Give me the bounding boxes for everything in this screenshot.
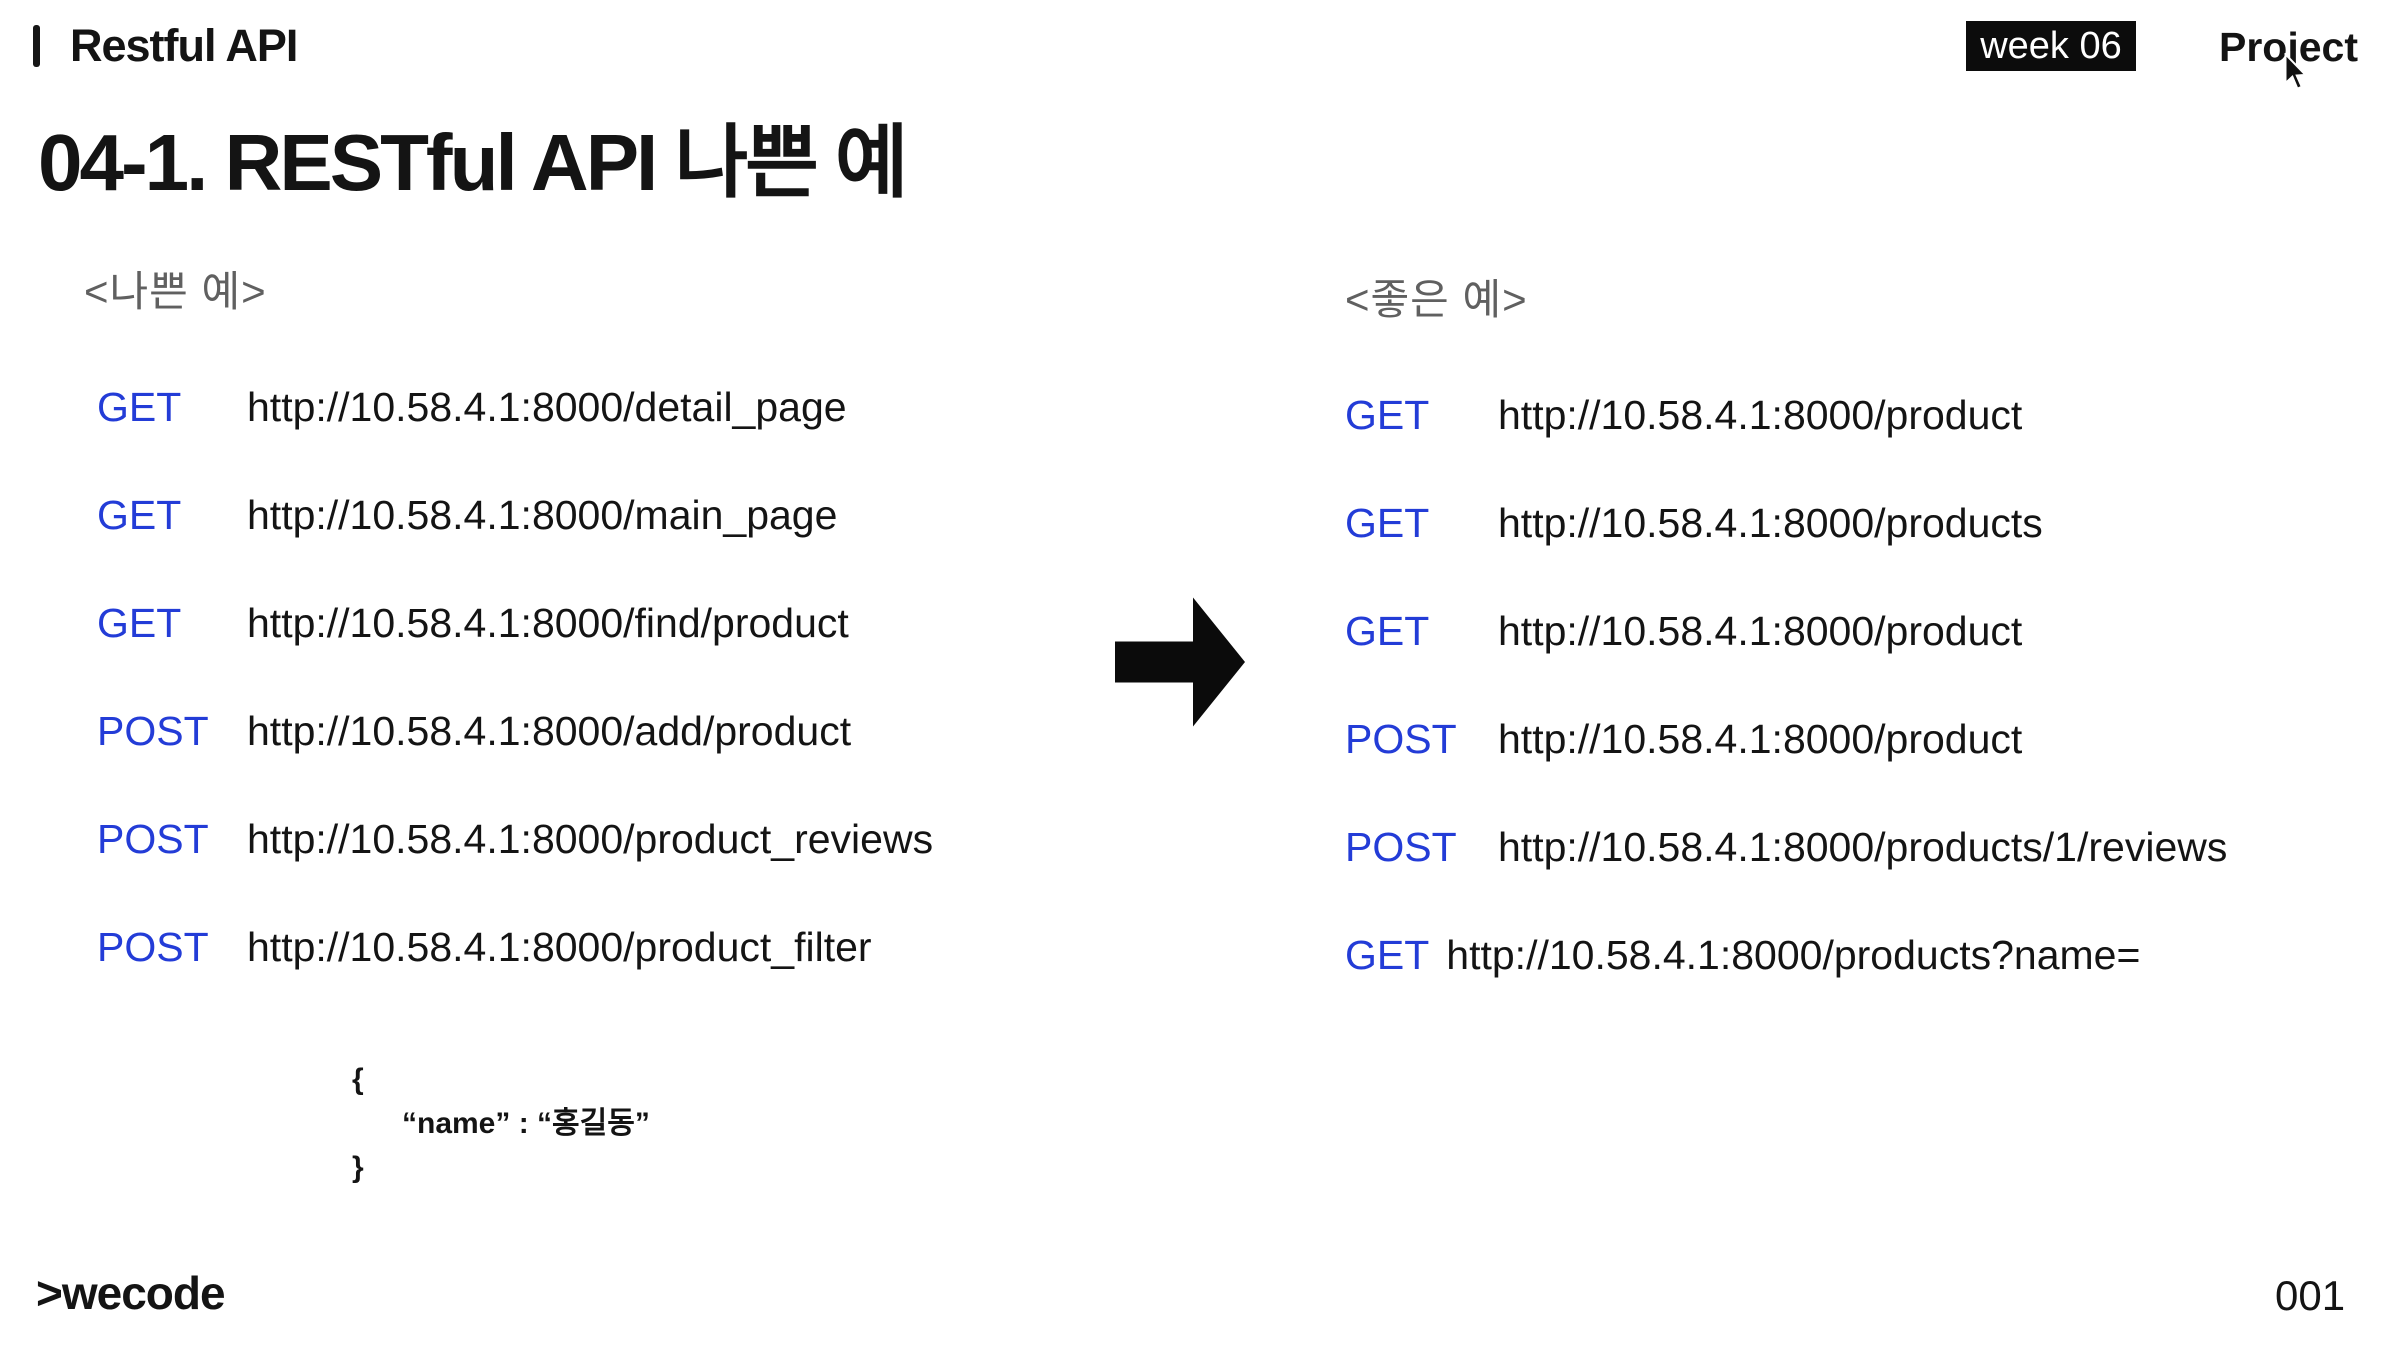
page-number: 001 <box>2275 1272 2346 1319</box>
api-example-row: GET http://10.58.4.1:8000/products?name= <box>1345 901 2227 1009</box>
api-example-row: POST http://10.58.4.1:8000/product <box>1345 685 2227 793</box>
wecode-logo: >wecode <box>36 1267 226 1319</box>
api-example-row: POST http://10.58.4.1:8000/add/product <box>97 677 933 785</box>
arrow-right-icon <box>1115 597 1245 727</box>
mouse-cursor-icon <box>2284 53 2308 90</box>
api-url: http://10.58.4.1:8000/product <box>1498 391 2023 438</box>
api-url: http://10.58.4.1:8000/product_reviews <box>247 815 934 862</box>
json-body-line: “name” : “홍길동” <box>402 1107 650 1140</box>
good-examples-list: GET http://10.58.4.1:8000/product GET ht… <box>1345 361 2227 1009</box>
bad-examples-heading: <나쁜 예> <box>84 268 267 315</box>
http-method-label: GET <box>97 599 182 646</box>
api-url: http://10.58.4.1:8000/main_page <box>247 491 838 538</box>
http-method-label: POST <box>97 707 209 754</box>
api-example-row: GET http://10.58.4.1:8000/main_page <box>97 461 933 569</box>
week-badge: week 06 <box>1966 21 2136 71</box>
api-url: http://10.58.4.1:8000/products?name= <box>1446 931 2141 978</box>
http-method-label: POST <box>97 815 209 862</box>
json-close-brace: } <box>352 1151 364 1184</box>
api-example-row: GET http://10.58.4.1:8000/product <box>1345 577 2227 685</box>
api-url: http://10.58.4.1:8000/detail_page <box>247 383 847 430</box>
http-method-label: GET <box>1345 391 1430 438</box>
api-url: http://10.58.4.1:8000/products/1/reviews <box>1498 823 2228 870</box>
http-method-label: POST <box>1345 823 1457 870</box>
json-open-brace: { <box>352 1063 364 1096</box>
http-method-label: POST <box>97 923 209 970</box>
api-example-row: POST http://10.58.4.1:8000/product_filte… <box>97 893 933 1001</box>
http-method-label: GET <box>1345 499 1430 546</box>
api-url: http://10.58.4.1:8000/add/product <box>247 707 852 754</box>
http-method-label: GET <box>97 491 182 538</box>
api-url: http://10.58.4.1:8000/product <box>1498 715 2023 762</box>
api-example-row: GET http://10.58.4.1:8000/find/product <box>97 569 933 677</box>
good-examples-heading: <좋은 예> <box>1345 276 1528 323</box>
api-url: http://10.58.4.1:8000/product <box>1498 607 2023 654</box>
bad-examples-list: GET http://10.58.4.1:8000/detail_page GE… <box>97 353 933 1001</box>
http-method-label: GET <box>97 383 182 430</box>
api-example-row: GET http://10.58.4.1:8000/product <box>1345 361 2227 469</box>
http-method-label: GET <box>1345 607 1430 654</box>
bad-examples-column: <나쁜 예> GET http://10.58.4.1:8000/detail_… <box>84 258 933 1001</box>
lecture-title: Restful API <box>70 20 298 71</box>
page-title: 04-1. RESTful API 나쁜 예 <box>38 118 909 207</box>
good-examples-column: <좋은 예> GET http://10.58.4.1:8000/product… <box>1345 266 2227 1009</box>
api-url: http://10.58.4.1:8000/find/product <box>247 599 849 646</box>
slide-header: Restful API <box>33 20 298 72</box>
header-accent-bar <box>33 25 40 67</box>
api-url: http://10.58.4.1:8000/products <box>1498 499 2043 546</box>
api-example-row: POST http://10.58.4.1:8000/products/1/re… <box>1345 793 2227 901</box>
api-example-row: POST http://10.58.4.1:8000/product_revie… <box>97 785 933 893</box>
api-example-row: GET http://10.58.4.1:8000/products <box>1345 469 2227 577</box>
json-request-body: { “name” : “홍길동” } <box>352 1058 650 1190</box>
http-method-label: POST <box>1345 715 1457 762</box>
api-url: http://10.58.4.1:8000/product_filter <box>247 923 872 970</box>
api-example-row: GET http://10.58.4.1:8000/detail_page <box>97 353 933 461</box>
http-method-label: GET <box>1345 931 1430 978</box>
